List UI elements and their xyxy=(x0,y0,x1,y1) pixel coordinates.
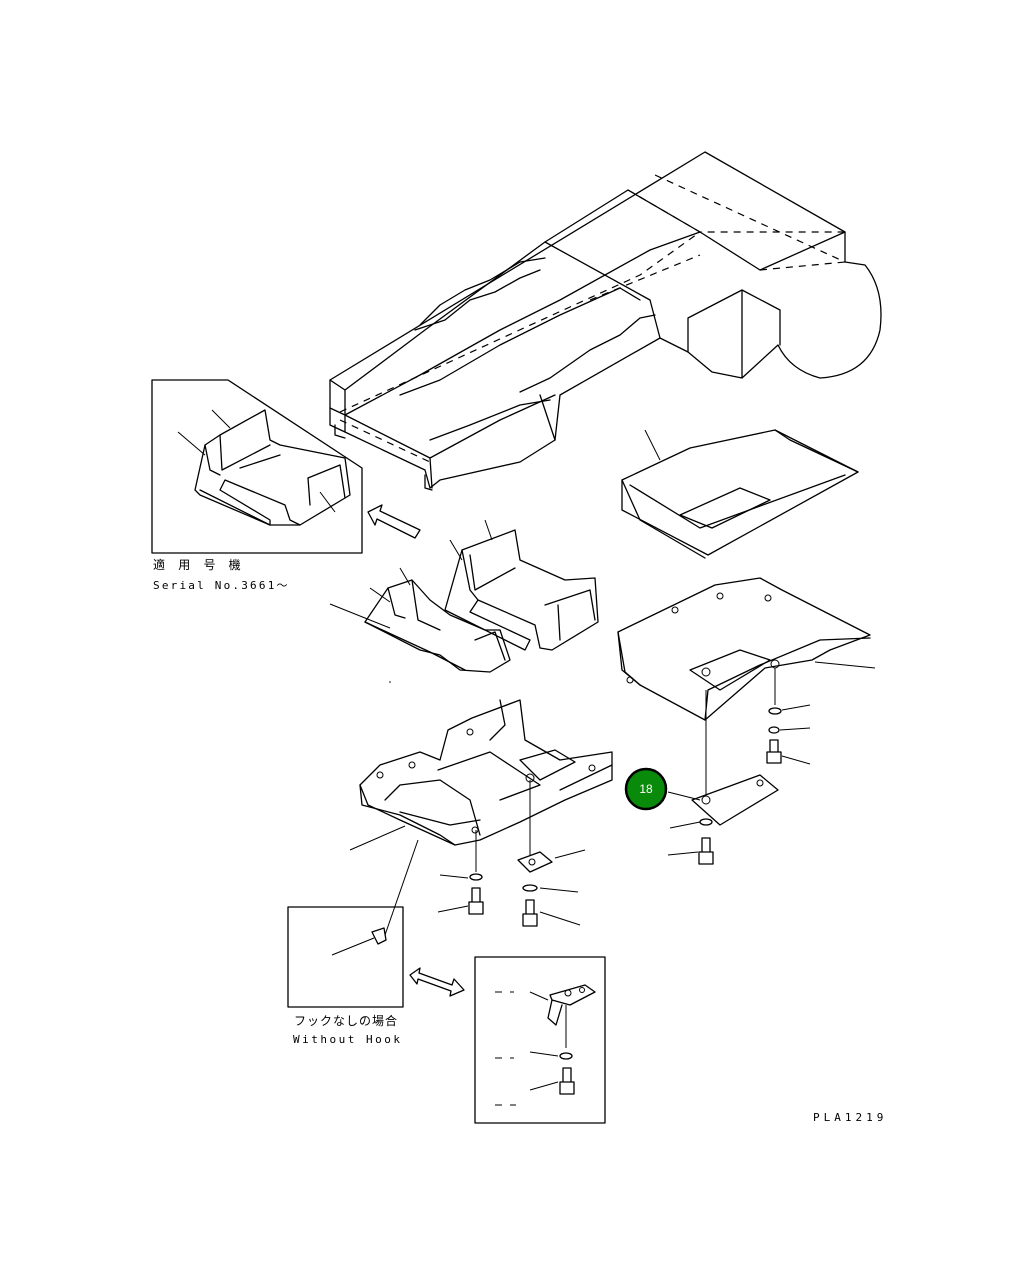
lower-middle-hardware xyxy=(517,780,586,927)
hook-inset xyxy=(474,956,606,1124)
center-guards xyxy=(329,519,599,673)
lower-center-guard xyxy=(349,699,613,851)
lower-left-hardware xyxy=(437,830,484,915)
main-frame xyxy=(329,151,882,491)
direction-arrow xyxy=(367,504,421,539)
without-hook-title: フックなしの場合 xyxy=(294,1013,398,1028)
drawing-number: PLA1219 xyxy=(813,1111,887,1124)
serial-inset-serial: Serial No.3661～ xyxy=(153,579,290,592)
callout-18[interactable]: 18 xyxy=(624,767,668,811)
double-arrow xyxy=(409,967,465,997)
cover-plate xyxy=(667,690,779,865)
callout-18-label: 18 xyxy=(639,782,653,796)
without-hook-inset: フックなしの場合 Without Hook xyxy=(287,839,419,1046)
serial-inset-title: 適 用 号 機 xyxy=(153,557,244,572)
without-hook-subtitle: Without Hook xyxy=(293,1033,402,1046)
serial-inset: 適 用 号 機 Serial No.3661～ xyxy=(151,379,363,592)
right-guard-plate xyxy=(617,577,876,721)
upper-right-tray xyxy=(621,429,859,559)
right-hardware xyxy=(766,668,811,765)
stray-mark xyxy=(389,681,391,683)
